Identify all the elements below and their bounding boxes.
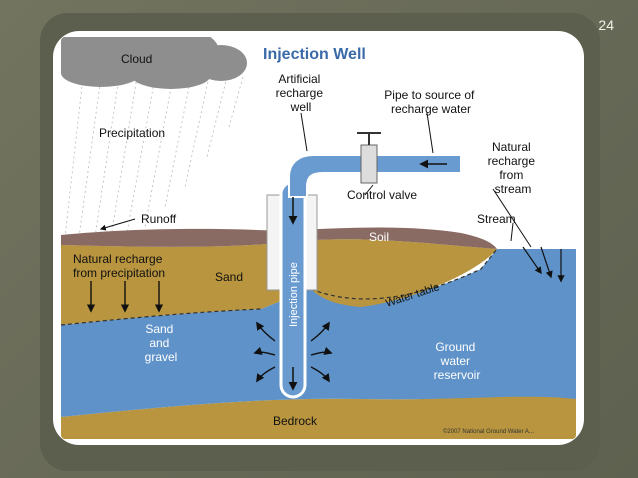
- precipitation-label: Precipitation: [99, 126, 165, 140]
- artificial-recharge-well-label: Artificial recharge well: [276, 72, 327, 114]
- outflow-arrows: [253, 321, 333, 383]
- bedrock-layer: [61, 395, 576, 439]
- rain-lines: [64, 76, 244, 238]
- copyright-label: ©2007 National Ground Water A...: [443, 428, 534, 435]
- slide-number: 24: [598, 17, 614, 33]
- precip-recharge-arrows: [86, 281, 164, 313]
- control-valve-icon: [357, 132, 381, 184]
- cloud-label: Cloud: [121, 52, 152, 66]
- pipe-to-source-label: Pipe to source of recharge water: [384, 88, 477, 116]
- water-table-line: [61, 248, 498, 326]
- bedrock-label: Bedrock: [273, 414, 318, 428]
- groundwater-layer: [61, 249, 576, 417]
- stream-recharge-arrows: [522, 246, 565, 283]
- leader-lines: [99, 112, 532, 248]
- natural-recharge-precip-label: Natural recharge from precipitation: [73, 252, 166, 280]
- sand-gravel-label: Sand and gravel: [145, 322, 178, 364]
- injection-well-diagram: Injection Well Cloud Precipitation Artif…: [61, 37, 576, 439]
- control-valve-label: Control valve: [347, 188, 417, 202]
- stream-label: Stream: [477, 212, 516, 226]
- ground-water-reservoir-label: Ground water reservoir: [434, 340, 481, 382]
- runoff-label: Runoff: [141, 212, 177, 226]
- sand-label: Sand: [215, 270, 243, 284]
- supply-pipe: [288, 154, 462, 198]
- natural-recharge-stream-label: Natural recharge from stream: [488, 140, 539, 196]
- diagram-title: Injection Well: [263, 46, 366, 63]
- injection-pipe-label: Injection pipe: [288, 262, 300, 327]
- cloud-icon: [61, 37, 247, 89]
- flow-arrows: [288, 159, 447, 391]
- soil-label: Soil: [369, 230, 389, 244]
